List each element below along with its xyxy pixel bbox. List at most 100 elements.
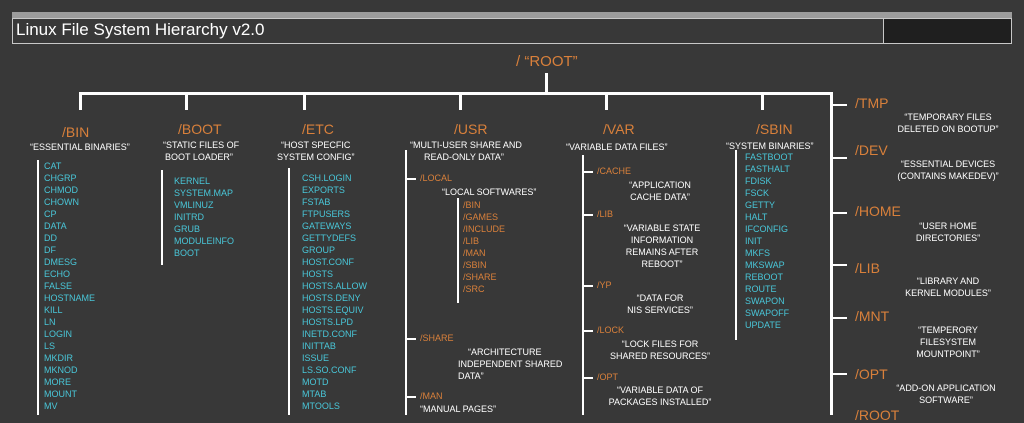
list-item[interactable]: HOSTNAME xyxy=(44,293,96,303)
list-item[interactable]: GRUB xyxy=(174,224,201,234)
list-item[interactable]: /SBIN xyxy=(463,260,487,270)
list-item[interactable]: GATEWAYS xyxy=(302,221,352,231)
list-item[interactable]: LS xyxy=(44,341,56,351)
list-item[interactable]: IFCONFIG xyxy=(745,224,788,234)
list-item[interactable]: HOSTS xyxy=(302,269,334,279)
list-item[interactable]: MKSWAP xyxy=(745,260,785,270)
list-item[interactable]: MODULEINFO xyxy=(174,236,235,246)
mnt-dir[interactable]: /MNT xyxy=(855,308,890,324)
sbin-dir[interactable]: /SBIN xyxy=(756,121,793,137)
list-item[interactable]: GETTYDEFS xyxy=(302,233,357,243)
list-item[interactable]: FSTAB xyxy=(302,197,331,207)
list-item[interactable]: /GAMES xyxy=(463,212,499,222)
usr-share-dir[interactable]: /SHARE xyxy=(420,333,454,343)
home-dir[interactable]: /HOME xyxy=(855,203,901,219)
list-item[interactable]: KERNEL xyxy=(174,176,211,186)
list-item[interactable]: FDISK xyxy=(745,176,772,186)
list-item[interactable]: /SRC xyxy=(463,284,485,294)
list-item[interactable]: DATA xyxy=(44,221,67,231)
list-item[interactable]: CHMOD xyxy=(44,185,78,195)
var-lock-dir[interactable]: /LOCK xyxy=(597,325,625,335)
list-item[interactable]: ECHO xyxy=(44,269,71,279)
dev-dir[interactable]: /DEV xyxy=(855,142,888,158)
list-item[interactable]: GETTY xyxy=(745,200,776,210)
list-item[interactable]: INIT xyxy=(745,236,762,246)
list-item[interactable]: CHGRP xyxy=(44,173,77,183)
list-item[interactable]: ISSUE xyxy=(302,353,330,363)
list-item[interactable]: SWAPON xyxy=(745,296,785,306)
bin-dir[interactable]: /BIN xyxy=(62,124,90,140)
list-item[interactable]: LOGIN xyxy=(44,329,73,339)
var-dir[interactable]: /VAR xyxy=(603,121,635,137)
var-lib-desc-3: REMAINS AFTER xyxy=(625,247,699,257)
lib-dir[interactable]: /LIB xyxy=(855,260,880,276)
list-item[interactable]: KILL xyxy=(44,305,63,315)
list-item[interactable]: MKFS xyxy=(745,248,771,258)
tmp-desc-1: “TEMPORARY FILES xyxy=(904,112,992,122)
list-item[interactable]: DF xyxy=(44,245,56,255)
list-item[interactable]: INITRD xyxy=(174,212,204,222)
list-item[interactable]: SWAPOFF xyxy=(745,308,790,318)
list-item[interactable]: DMESG xyxy=(44,257,78,267)
list-item[interactable]: MKDIR xyxy=(44,353,73,363)
list-item[interactable]: /INCLUDE xyxy=(463,224,506,234)
usr-man-tick xyxy=(406,396,416,398)
var-yp-dir[interactable]: /YP xyxy=(597,280,612,290)
list-item[interactable]: MOUNT xyxy=(44,389,77,399)
list-item[interactable]: CHOWN xyxy=(44,197,79,207)
list-item[interactable]: MOTD xyxy=(302,377,329,387)
root-home-dir[interactable]: /ROOT xyxy=(855,407,900,423)
list-item[interactable]: HOSTS.ALLOW xyxy=(302,281,368,291)
list-item[interactable]: CAT xyxy=(44,161,62,171)
list-item[interactable]: HOSTS.LPD xyxy=(302,317,354,327)
list-item[interactable]: MKNOD xyxy=(44,365,78,375)
list-item[interactable]: HOSTS.EQUIV xyxy=(302,305,364,315)
list-item[interactable]: LN xyxy=(44,317,56,327)
list-item[interactable]: FASTBOOT xyxy=(745,152,794,162)
list-item[interactable]: MTOOLS xyxy=(302,401,340,411)
usr-dir[interactable]: /USR xyxy=(454,121,488,137)
list-item[interactable]: ROUTE xyxy=(745,284,777,294)
list-item[interactable]: /MAN xyxy=(463,248,486,258)
list-item[interactable]: FALSE xyxy=(44,281,73,291)
usr-local-dir[interactable]: /LOCAL xyxy=(420,173,453,183)
etc-desc-line-2: SYSTEM CONFIG” xyxy=(277,152,355,162)
var-lib-dir[interactable]: /LIB xyxy=(597,209,614,219)
boot-dir[interactable]: /BOOT xyxy=(178,121,222,137)
list-item[interactable]: FASTHALT xyxy=(745,164,790,174)
list-item[interactable]: BOOT xyxy=(174,248,200,258)
list-item[interactable]: UPDATE xyxy=(745,320,781,330)
list-item[interactable]: MV xyxy=(44,401,58,411)
list-item[interactable]: INITTAB xyxy=(302,341,336,351)
list-item[interactable]: /BIN xyxy=(463,200,481,210)
list-item[interactable]: MTAB xyxy=(302,389,327,399)
list-item[interactable]: FTPUSERS xyxy=(302,209,351,219)
var-lock-tick xyxy=(583,330,593,332)
list-item[interactable]: MORE xyxy=(44,377,71,387)
var-lib-desc-1: “VARIABLE STATE xyxy=(623,223,701,233)
list-item[interactable]: HOST.CONF xyxy=(302,257,355,267)
var-cache-dir[interactable]: /CACHE xyxy=(597,166,632,176)
list-item[interactable]: LS.SO.CONF xyxy=(302,365,357,375)
usr-local-bar xyxy=(457,198,459,303)
list-item[interactable]: CP xyxy=(44,209,57,219)
list-item[interactable]: REBOOT xyxy=(745,272,784,282)
list-item[interactable]: /SHARE xyxy=(463,272,497,282)
list-item[interactable]: HALT xyxy=(745,212,768,222)
list-item[interactable]: SYSTEM.MAP xyxy=(174,188,234,198)
list-item[interactable]: VMLINUZ xyxy=(174,200,214,210)
var-opt-dir[interactable]: /OPT xyxy=(597,372,619,382)
opt-dir[interactable]: /OPT xyxy=(855,366,888,382)
list-item[interactable]: CSH.LOGIN xyxy=(302,173,352,183)
etc-dir[interactable]: /ETC xyxy=(302,121,334,137)
list-item[interactable]: INETD.CONF xyxy=(302,329,357,339)
list-item[interactable]: /LIB xyxy=(463,236,480,246)
list-item[interactable]: HOSTS.DENY xyxy=(302,293,361,303)
list-item[interactable]: FSCK xyxy=(745,188,770,198)
tmp-dir[interactable]: /TMP xyxy=(855,95,889,111)
list-item[interactable]: DD xyxy=(44,233,57,243)
list-item[interactable]: EXPORTS xyxy=(302,185,345,195)
bin-file-list: CAT CHGRP CHMOD CHOWN CP DATA DD DF DMES… xyxy=(44,160,95,412)
usr-man-dir[interactable]: /MAN xyxy=(420,391,443,401)
list-item[interactable]: GROUP xyxy=(302,245,336,255)
